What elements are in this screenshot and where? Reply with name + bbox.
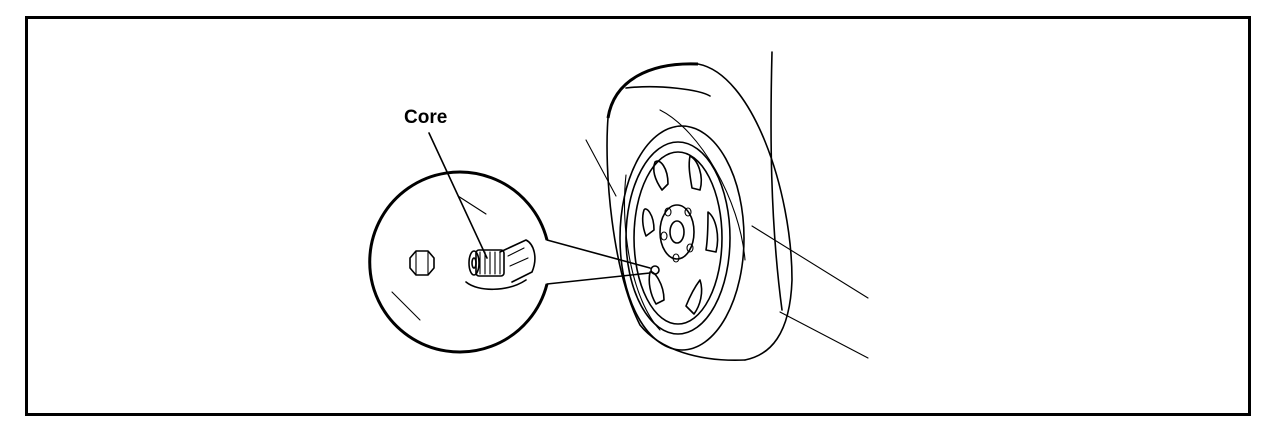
fender-body-lines: [585, 51, 869, 359]
core-leader-line: [428, 132, 488, 259]
hex-valve-cap: [409, 250, 435, 276]
valve-stem-core: [465, 239, 536, 291]
tire: [606, 62, 793, 361]
wheel-rim: [625, 141, 731, 335]
magnifier-inset: [368, 170, 651, 354]
figure-frame: [25, 16, 1251, 416]
core-callout-label: Core: [404, 107, 447, 128]
